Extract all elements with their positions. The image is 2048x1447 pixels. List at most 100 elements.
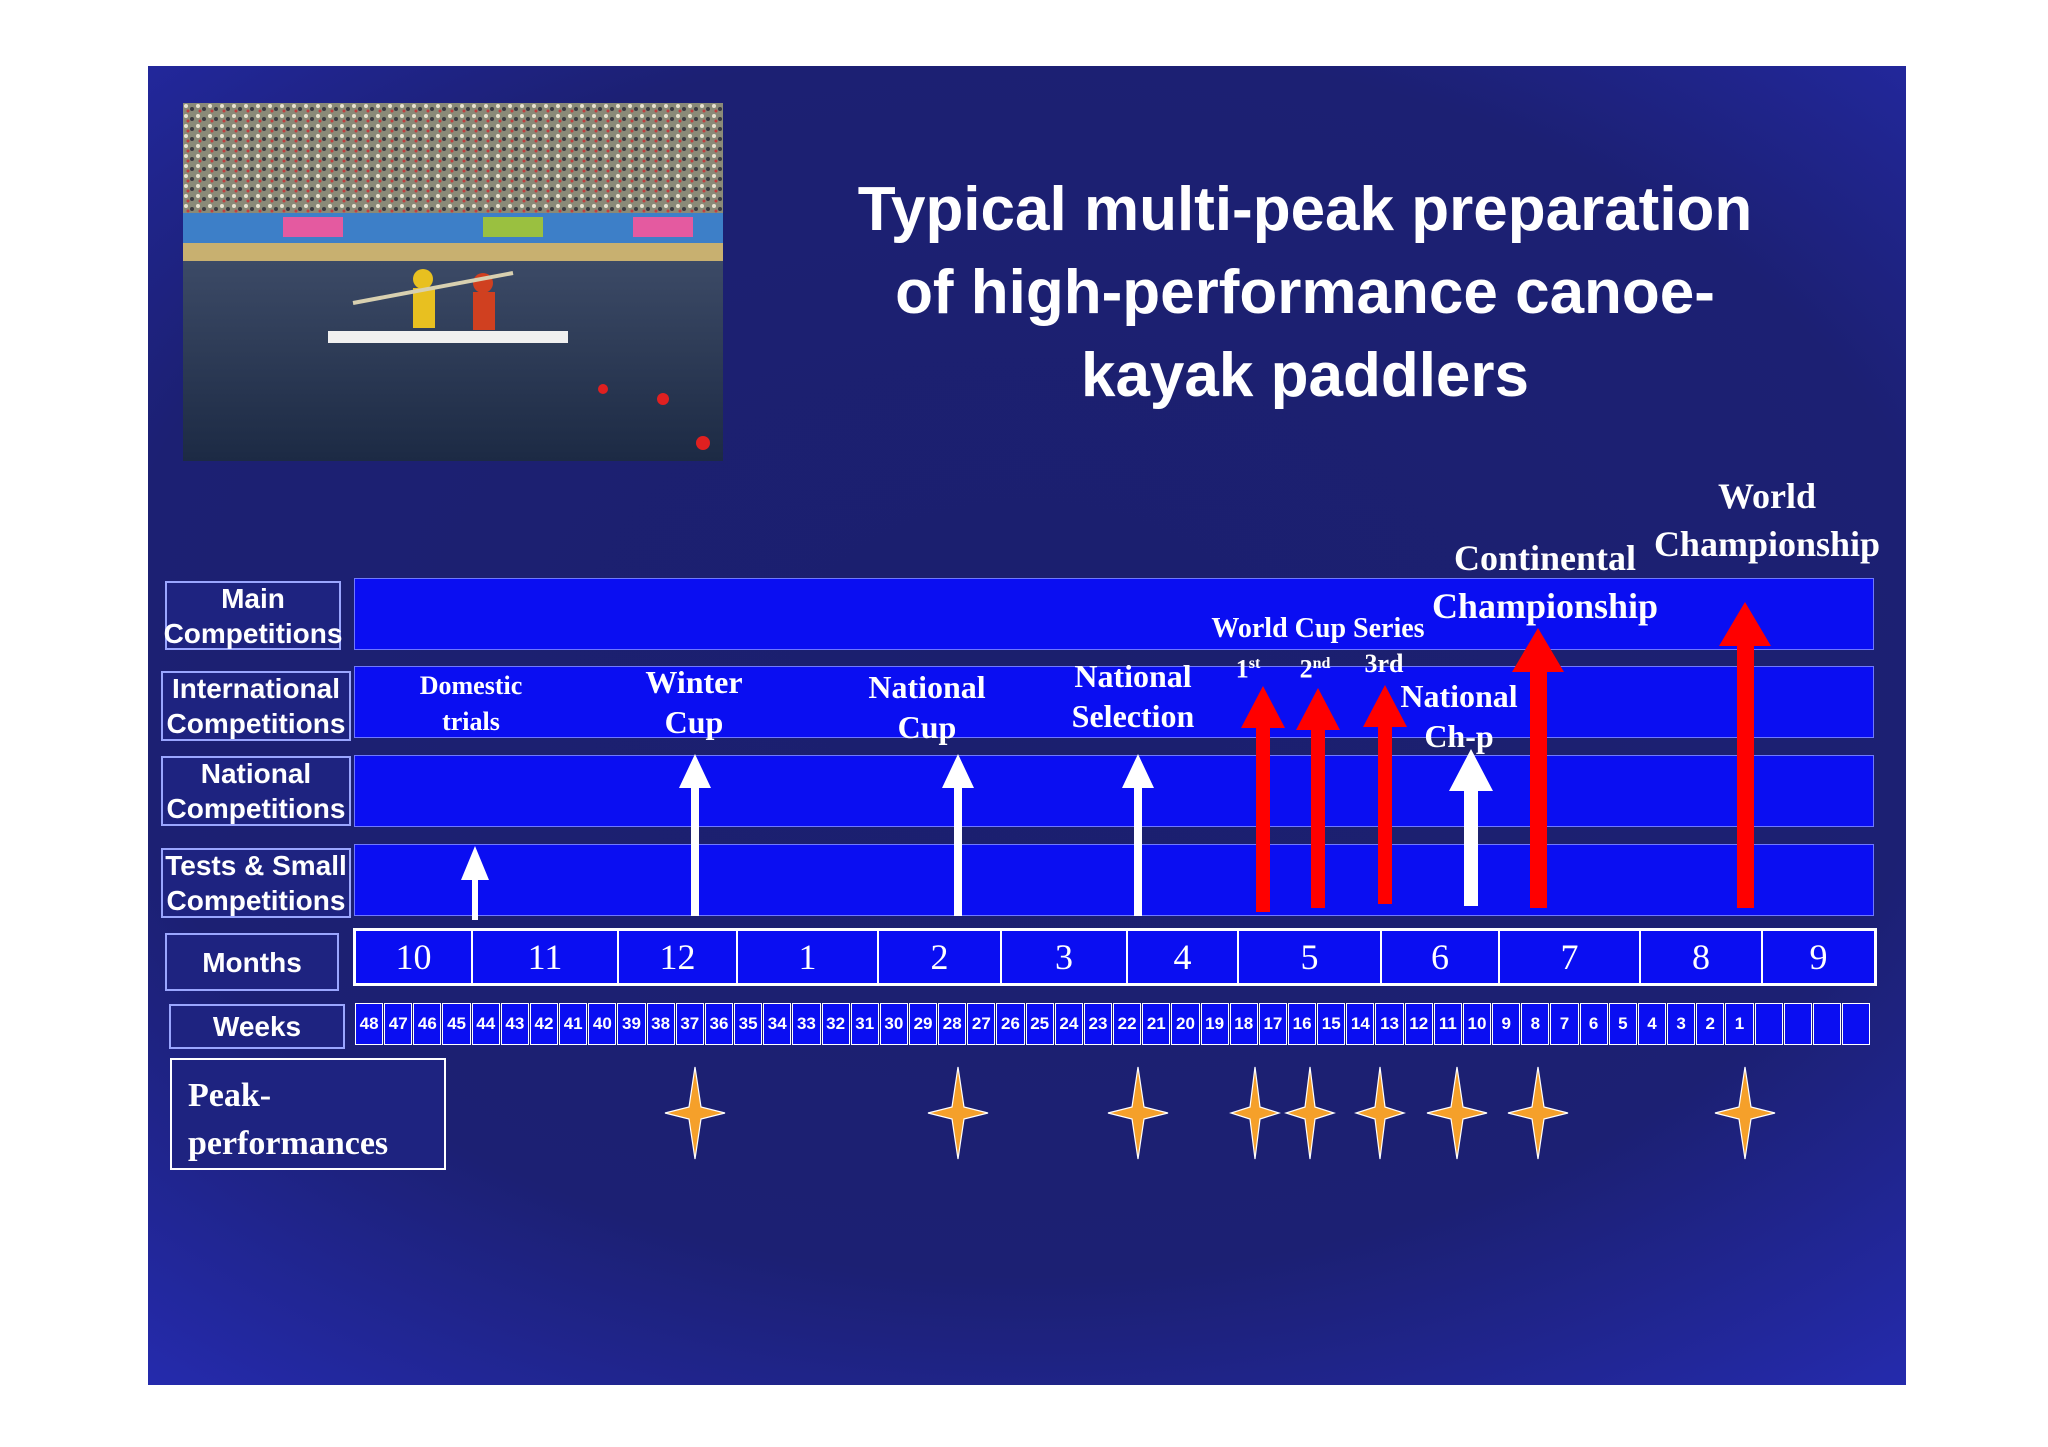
- week-cell: 35: [734, 1003, 763, 1045]
- week-cell: 6: [1579, 1003, 1608, 1045]
- week-cell: 17: [1258, 1003, 1287, 1045]
- peak-label-line-1: Peak-: [188, 1077, 272, 1114]
- week-cell: 4: [1637, 1003, 1667, 1045]
- peak-label-line-2: performances: [188, 1125, 389, 1162]
- band-tests-small-competitions: [354, 844, 1874, 916]
- week-cell: 45: [442, 1003, 471, 1045]
- star-icon: [1354, 1066, 1406, 1160]
- star-icon: [1507, 1066, 1569, 1160]
- row-label-weeks-text: Weeks: [212, 1011, 302, 1042]
- week-cell: 40: [588, 1003, 617, 1045]
- star-icon: [1426, 1066, 1488, 1160]
- week-cell: 23: [1083, 1003, 1113, 1045]
- month-cell: 12: [619, 931, 738, 983]
- week-cell: 20: [1171, 1003, 1200, 1045]
- event-world-line-2: Championship: [1653, 524, 1881, 564]
- month-cell: 5: [1239, 931, 1382, 983]
- month-cell: 3: [1002, 931, 1128, 983]
- event-domestic-trials-line-2: trials: [442, 707, 500, 736]
- month-cell: 9: [1809, 937, 1828, 977]
- week-cell: 26: [996, 1003, 1025, 1045]
- event-continental-line-2: Championship: [1431, 586, 1659, 626]
- month-cell: 6: [1382, 931, 1500, 983]
- month-cell: 7: [1500, 931, 1641, 983]
- event-national-selection-line-1: National: [1074, 658, 1192, 694]
- week-cell: 15: [1317, 1003, 1346, 1045]
- event-national-chp: National Ch-p: [1384, 676, 1534, 756]
- month-cell: 2: [879, 931, 1002, 983]
- month-cell: 4: [1128, 931, 1239, 983]
- event-world-cup-2nd-suffix: nd: [1312, 655, 1331, 672]
- event-domestic-trials-line-1: Domestic: [419, 671, 523, 700]
- week-cell: 33: [792, 1003, 821, 1045]
- title-line-3: kayak paddlers: [1080, 341, 1530, 410]
- slide-title: Typical multi-peak preparation of high-p…: [760, 168, 1850, 417]
- band-national-competitions: [354, 755, 1874, 827]
- event-world-cup-1st-number: 1: [1235, 654, 1249, 684]
- week-cell: 41: [559, 1003, 588, 1045]
- peak-performances-label: Peak- performances: [170, 1058, 446, 1170]
- event-continental-line-1: Continental: [1453, 538, 1637, 578]
- row-label-international-line-2: Competitions: [166, 708, 346, 739]
- arrow-national-cup: [942, 754, 974, 916]
- week-cell: 9: [1492, 1003, 1521, 1045]
- event-world-championship: World Championship: [1640, 472, 1894, 568]
- week-cell: 2: [1696, 1003, 1725, 1045]
- week-cell: 43: [500, 1003, 529, 1045]
- week-cell: 36: [704, 1003, 734, 1045]
- star-icon: [927, 1066, 989, 1160]
- row-label-national-line-2: Competitions: [166, 793, 346, 824]
- event-world-cup-2nd: 2nd: [1290, 648, 1340, 686]
- week-cell: 3: [1667, 1003, 1696, 1045]
- row-label-months-text: Months: [202, 946, 302, 978]
- event-national-selection: National Selection: [1048, 656, 1218, 736]
- week-cell: 5: [1608, 1003, 1637, 1045]
- week-cell: 18: [1229, 1003, 1258, 1045]
- event-world-cup-3rd-text: 3rd: [1364, 649, 1404, 678]
- row-label-main-line-1: Main: [221, 582, 285, 614]
- week-cell: 24: [1054, 1003, 1083, 1045]
- week-cell: 13: [1375, 1003, 1404, 1045]
- row-label-months: Months: [165, 933, 339, 991]
- event-world-cup-series-title: World Cup Series: [1211, 613, 1425, 644]
- week-cell: 28: [938, 1003, 967, 1045]
- months-row: 10 11 12 1 2 3 4 5 6 7 8 9: [353, 928, 1877, 986]
- event-national-cup-line-2: Cup: [897, 709, 957, 745]
- event-world-cup-series: World Cup Series: [1200, 612, 1436, 646]
- row-label-tests-line-2: Competitions: [166, 885, 346, 916]
- arrow-world-cup-1st: [1241, 686, 1285, 912]
- week-cell: 31: [850, 1003, 879, 1045]
- row-label-weeks: Weeks: [169, 1004, 345, 1049]
- event-winter-cup: Winter Cup: [620, 662, 768, 742]
- month-cell: 1: [738, 931, 879, 983]
- week-cell: 32: [821, 1003, 850, 1045]
- month-cell: 10: [356, 931, 473, 983]
- event-national-cup: National Cup: [852, 667, 1002, 747]
- week-cell: 11: [1433, 1003, 1462, 1045]
- event-continental-championship: Continental Championship: [1410, 534, 1680, 630]
- event-world-line-1: World: [1717, 476, 1816, 516]
- month-cell: 8: [1641, 931, 1763, 983]
- band-international-competitions: [354, 666, 1874, 738]
- week-cell: 27: [967, 1003, 996, 1045]
- week-cell: 34: [763, 1003, 792, 1045]
- event-domestic-trials: Domestic trials: [400, 668, 542, 740]
- event-national-selection-line-2: Selection: [1071, 698, 1195, 734]
- title-line-1: Typical multi-peak preparation: [857, 175, 1753, 244]
- week-cell: 46: [413, 1003, 442, 1045]
- arrow-world-cup-3rd: [1363, 685, 1407, 904]
- row-label-international-line-1: International: [171, 673, 340, 704]
- star-icon: [1107, 1066, 1169, 1160]
- arrow-continental-championship: [1512, 628, 1564, 908]
- week-cell: 48: [355, 1003, 384, 1045]
- event-winter-cup-line-1: Winter: [645, 664, 743, 700]
- month-cell: 11: [473, 931, 619, 983]
- arrow-domestic-trials: [461, 846, 489, 920]
- week-cell: 10: [1462, 1003, 1492, 1045]
- event-world-cup-2nd-number: 2: [1299, 654, 1313, 684]
